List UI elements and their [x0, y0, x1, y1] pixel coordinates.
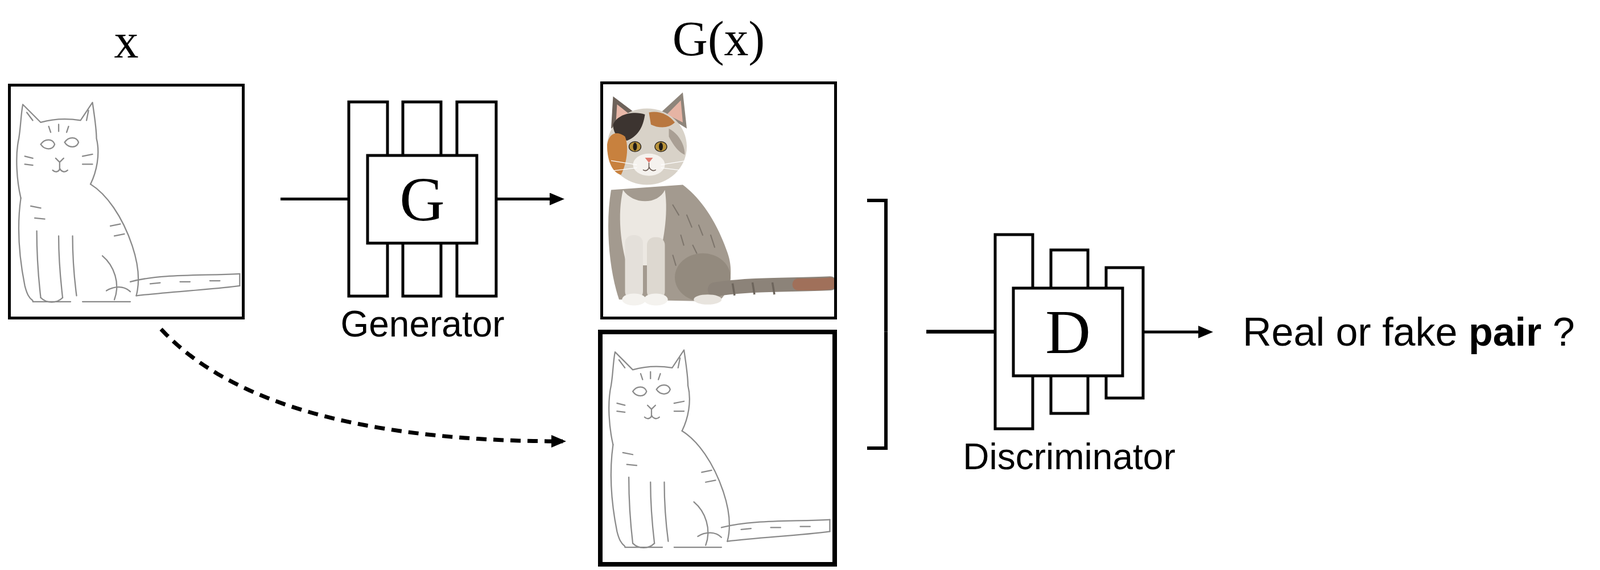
label-holder: Real or fake pair ? [1242, 308, 1575, 356]
block-symbol: G [399, 163, 445, 236]
grey-patch [669, 128, 686, 155]
edge-sketch [16, 102, 240, 303]
block-name: Generator [269, 303, 576, 346]
network-block: DDiscriminator [995, 234, 1144, 429]
orange-patch [649, 112, 676, 128]
tail-tip [798, 283, 831, 285]
edge-sketch-copy [608, 349, 830, 548]
block-symbol: D [1045, 295, 1091, 369]
cat-head [607, 108, 687, 185]
text-slot: G(x) [557, 10, 880, 68]
cat-eye [629, 141, 642, 152]
image-frame: G(x) [600, 81, 837, 320]
image-label: G(x) [557, 10, 880, 68]
text-slot: G [367, 155, 477, 243]
text-slot: x [0, 13, 288, 70]
cat-paw [621, 293, 646, 305]
cat-paw [693, 294, 722, 305]
image-label: x [0, 13, 288, 70]
cat-photo [607, 92, 831, 305]
cat-whiskers [611, 160, 687, 171]
text-slot: D [1013, 287, 1123, 376]
cat-eye [654, 141, 667, 152]
output-label: Real or fake pair ? [1242, 308, 1575, 356]
label-word: pair [1468, 309, 1553, 354]
connector-arrow [496, 197, 562, 201]
text-slot: Discriminator [915, 435, 1223, 478]
output-arrow [1143, 325, 1214, 338]
cat-pupil [633, 142, 638, 151]
arrow-head [1198, 325, 1214, 338]
pair-bracket [867, 200, 996, 332]
image-frame: x [7, 83, 245, 320]
label-word: Real [1242, 309, 1336, 354]
cat-muzzle [633, 153, 666, 176]
image-frame [598, 329, 837, 567]
block-name: Discriminator [915, 435, 1223, 478]
pair-bracket [867, 331, 996, 449]
tail-stripes [732, 282, 775, 296]
inner-box [1013, 287, 1123, 376]
label-word: ? [1552, 309, 1575, 354]
inner-box [367, 155, 477, 243]
connector-line [280, 197, 349, 201]
network-block: GGenerator [348, 101, 497, 296]
label-word: or [1335, 309, 1383, 354]
cat-leg [646, 236, 666, 300]
output-line [1143, 330, 1202, 334]
text-slot: Generator [269, 303, 576, 346]
cat-paw [644, 293, 668, 305]
orange-patch [607, 133, 628, 175]
cat-pupil [658, 142, 663, 151]
connector-group [161, 199, 996, 449]
skip-arrow [161, 328, 563, 441]
cat-mouth [642, 162, 657, 171]
cat-nose [645, 157, 654, 163]
label-word: fake [1382, 309, 1469, 354]
cat-leg [625, 234, 644, 300]
